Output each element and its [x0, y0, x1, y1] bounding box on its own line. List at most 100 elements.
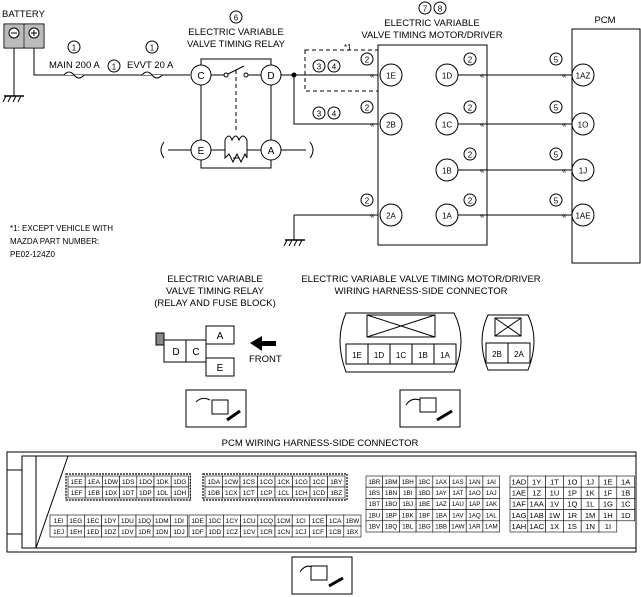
pcm-pin-label: 1AI	[487, 479, 497, 486]
ground-icon	[283, 239, 305, 247]
pcm-pin-label: 1EC	[87, 518, 100, 525]
pcm-pin-label: 1DP	[139, 490, 151, 497]
pcm-pin-label: 1T	[550, 477, 559, 486]
pcm-pin-label: 1DJ	[173, 529, 184, 536]
fuse-icon	[141, 71, 163, 79]
pcm-pin-label: 1CT	[243, 490, 255, 497]
pcm-terminal-1ae	[571, 203, 595, 227]
pcm-pin-label: 1AS	[452, 479, 464, 486]
svg-text:E: E	[198, 146, 205, 157]
pcm-pin-label: 1DY	[104, 518, 117, 525]
pcm-pin-label: 1B	[621, 489, 630, 498]
pcm-pin-label: 1AV	[452, 512, 464, 519]
motor-terminal-2b	[379, 112, 403, 136]
pcm-pin-label: 1AC	[529, 522, 544, 531]
fuse-main-label: MAIN 200 A	[49, 60, 100, 71]
svg-text:ELECTRIC VARIABLE VALVE TIMING: ELECTRIC VARIABLE VALVE TIMING MOTOR/DRI…	[301, 274, 540, 285]
pcm-pin-label: 1EB	[88, 490, 100, 497]
pcm-pin-label: 1EG	[69, 518, 82, 525]
pcm-pin-label: 1CU	[243, 518, 256, 525]
svg-text:«: «	[480, 120, 485, 129]
pcm-pin-label: 1EF	[71, 490, 83, 497]
pcm-pin-label: 1CF	[312, 529, 324, 536]
pcm-pin-label: 1CM	[277, 518, 291, 525]
svg-text:2: 2	[365, 56, 370, 65]
svg-text:«: «	[370, 71, 375, 80]
svg-text:1: 1	[150, 44, 155, 53]
svg-text:1D: 1D	[374, 351, 384, 360]
pcm-pin-label: 1AK	[485, 501, 498, 508]
svg-text:A: A	[217, 331, 224, 342]
svg-text:5: 5	[554, 197, 559, 206]
pcm-pin-label: 1BS	[368, 490, 380, 497]
pcm-pin-label: 1DZ	[104, 529, 116, 536]
pcm-pin-label: 1ED	[87, 529, 100, 536]
pcm-pin-label: 1DT	[122, 490, 134, 497]
svg-text:1E: 1E	[386, 72, 396, 81]
pcm-pin-label: 1A	[621, 477, 631, 486]
pcm-pin-label: 1Q	[567, 500, 577, 509]
svg-text:1: 1	[112, 63, 117, 72]
svg-text:4: 4	[332, 63, 337, 72]
pcm-pin-label: 1BK	[402, 512, 415, 519]
pcm-pin-label: 1BE	[419, 501, 431, 508]
pcm-pin-label: 1U	[550, 489, 560, 498]
svg-text:7: 7	[423, 5, 428, 14]
relay-connector-view: ELECTRIC VARIABLE VALVE TIMING RELAY (RE…	[154, 274, 282, 377]
pcm-pin-label: 1C	[621, 500, 631, 509]
pcm-pin-label: 1AR	[469, 524, 482, 531]
pcm-pin-label: 1DE	[191, 518, 203, 525]
svg-text:VALVE TIMING RELAY: VALVE TIMING RELAY	[166, 286, 265, 297]
pcm-pin-label: 1CB	[329, 529, 341, 536]
svg-text:1J: 1J	[579, 167, 587, 176]
pcm-pin-label: 1EI	[54, 518, 64, 525]
svg-text:«: «	[370, 211, 375, 220]
pcm-pin-cell	[170, 525, 188, 538]
pcm-pin-label: 1AD	[512, 477, 527, 486]
pcm: PCM 1AZ 1O 1J 1AE	[571, 15, 641, 264]
pcm-pin-label: 1DQ	[138, 518, 151, 525]
footnote-line-3: PE02-124Z0	[10, 250, 55, 259]
relay-title-2: VALVE TIMING RELAY	[187, 39, 286, 50]
pcm-pin-label: 1AJ	[486, 490, 497, 497]
footnote-line-2: MAZDA PART NUMBER:	[10, 237, 99, 246]
pcm-pin-label: 1AH	[512, 522, 527, 531]
svg-text:2: 2	[468, 197, 473, 206]
pcm-pin-label: 1BR	[368, 479, 381, 486]
fuse-main: 1 MAIN 200 A	[49, 40, 100, 79]
pcm-pin-label: 1R	[567, 511, 577, 520]
svg-text:4: 4	[332, 110, 337, 119]
pcm-pin-label: 1DL	[157, 490, 169, 497]
pcm-pin-label: 1CI	[296, 518, 306, 525]
svg-text:2A: 2A	[514, 350, 524, 359]
svg-text:«: «	[562, 120, 567, 129]
svg-text:3: 3	[317, 63, 322, 72]
pcm-pin-label: 1EE	[71, 479, 83, 486]
pcm-pin-label: 1AA	[530, 500, 545, 509]
pcm-pin-label: 1BL	[402, 524, 414, 531]
svg-text:«: «	[562, 71, 567, 80]
svg-text:E: E	[217, 363, 224, 374]
pcm-pin-cell	[482, 520, 500, 533]
front-arrow-icon	[250, 336, 276, 351]
svg-text:«: «	[562, 211, 567, 220]
svg-text:1C: 1C	[396, 351, 406, 360]
pcm-pin-label: 1V	[550, 500, 560, 509]
pcm-pin-label: 1BV	[368, 524, 381, 531]
pcm-pin-label: 1AM	[485, 524, 498, 531]
footnote: *1: EXCEPT VEHICLE WITH MAZDA PART NUMBE…	[10, 224, 113, 259]
svg-text:WIRING HARNESS-SIDE CONNECTOR: WIRING HARNESS-SIDE CONNECTOR	[335, 286, 508, 297]
pcm-pin-label: 1D	[621, 511, 631, 520]
pcm-pin-label: 1W	[549, 511, 561, 520]
pcm-terminal-1o	[571, 112, 595, 136]
pcm-pin-label: 1CH	[295, 490, 308, 497]
svg-text:8: 8	[438, 5, 443, 14]
pcm-pin-label: 1K	[585, 489, 594, 498]
pcm-pin-label: 1BM	[385, 479, 398, 486]
svg-text:5: 5	[554, 151, 559, 160]
pcm-pin-label: 1CA	[329, 518, 342, 525]
pcm-pin-label: 1AQ	[468, 512, 481, 519]
pcm-pin-label: 1AE	[512, 489, 526, 498]
pcm-pin-label: 1L	[586, 500, 594, 509]
